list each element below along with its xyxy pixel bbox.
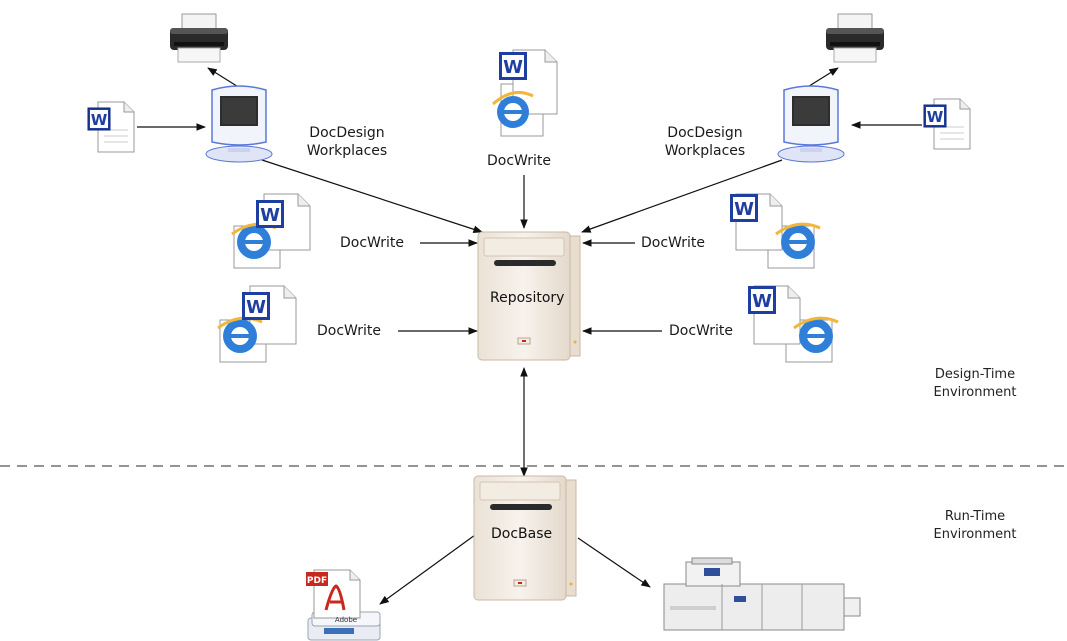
- design-time-label-line2: Environment: [933, 385, 1017, 400]
- run-time-label-line1: Run-Time: [944, 509, 1006, 524]
- docwrite-right-2-label: DocWrite: [669, 323, 734, 339]
- pdf-document-icon: PDF Adobe: [304, 566, 384, 641]
- docwrite-icon-left-1: W: [226, 190, 322, 272]
- arrow-right-workplace-to-printer: [805, 67, 839, 89]
- left-workplace-label-line2: Workplaces: [306, 143, 388, 159]
- docwrite-left-1-label: DocWrite: [340, 235, 405, 251]
- server-icon-docbase: [470, 474, 580, 604]
- docwrite-icon-right-2: W: [744, 282, 840, 366]
- docwrite-right-1-label: DocWrite: [641, 235, 706, 251]
- arrow-docbase-to-production-printer: [577, 537, 651, 588]
- word-badge-letter: W: [260, 205, 280, 226]
- repository-label: Repository: [490, 290, 565, 306]
- pdf-badge: PDF: [307, 576, 327, 586]
- word-document-icon-right: W: [922, 97, 974, 151]
- computer-icon-right-workplace: [776, 84, 846, 164]
- pdf-caption: Adobe: [335, 616, 357, 624]
- docwrite-icon-right-1: W: [726, 190, 822, 272]
- production-printer-icon: [662, 556, 862, 634]
- design-time-label-line1: Design-Time: [934, 367, 1016, 382]
- docbase-label: DocBase: [491, 526, 553, 542]
- word-badge-letter: W: [503, 57, 523, 78]
- arrow-left-workplace-to-repository: [261, 159, 483, 233]
- left-workplace-label-line1: DocDesign: [309, 125, 385, 141]
- word-badge-letter: W: [734, 199, 754, 220]
- printer-icon-left: [166, 12, 232, 64]
- word-badge-letter: W: [91, 111, 108, 129]
- docwrite-top-label: DocWrite: [487, 153, 552, 169]
- right-workplace-label-line1: DocDesign: [667, 125, 743, 141]
- docwrite-icon-left-2: W: [214, 282, 310, 366]
- word-document-icon-left: W: [86, 100, 138, 154]
- arrow-docbase-to-pdf: [379, 534, 476, 605]
- run-time-label-line2: Environment: [933, 527, 1017, 542]
- word-badge-letter: W: [246, 297, 266, 318]
- word-badge-letter: W: [927, 108, 944, 126]
- printer-icon-right: [822, 12, 888, 64]
- docwrite-icon-top: W: [487, 46, 567, 138]
- word-badge-letter: W: [752, 291, 772, 312]
- right-workplace-label-line2: Workplaces: [664, 143, 746, 159]
- arrow-left-workplace-to-printer: [207, 67, 241, 89]
- computer-icon-left-workplace: [204, 84, 274, 164]
- server-icon-repository: [474, 228, 584, 364]
- arrow-right-workplace-to-repository: [581, 159, 783, 233]
- docwrite-left-2-label: DocWrite: [317, 323, 382, 339]
